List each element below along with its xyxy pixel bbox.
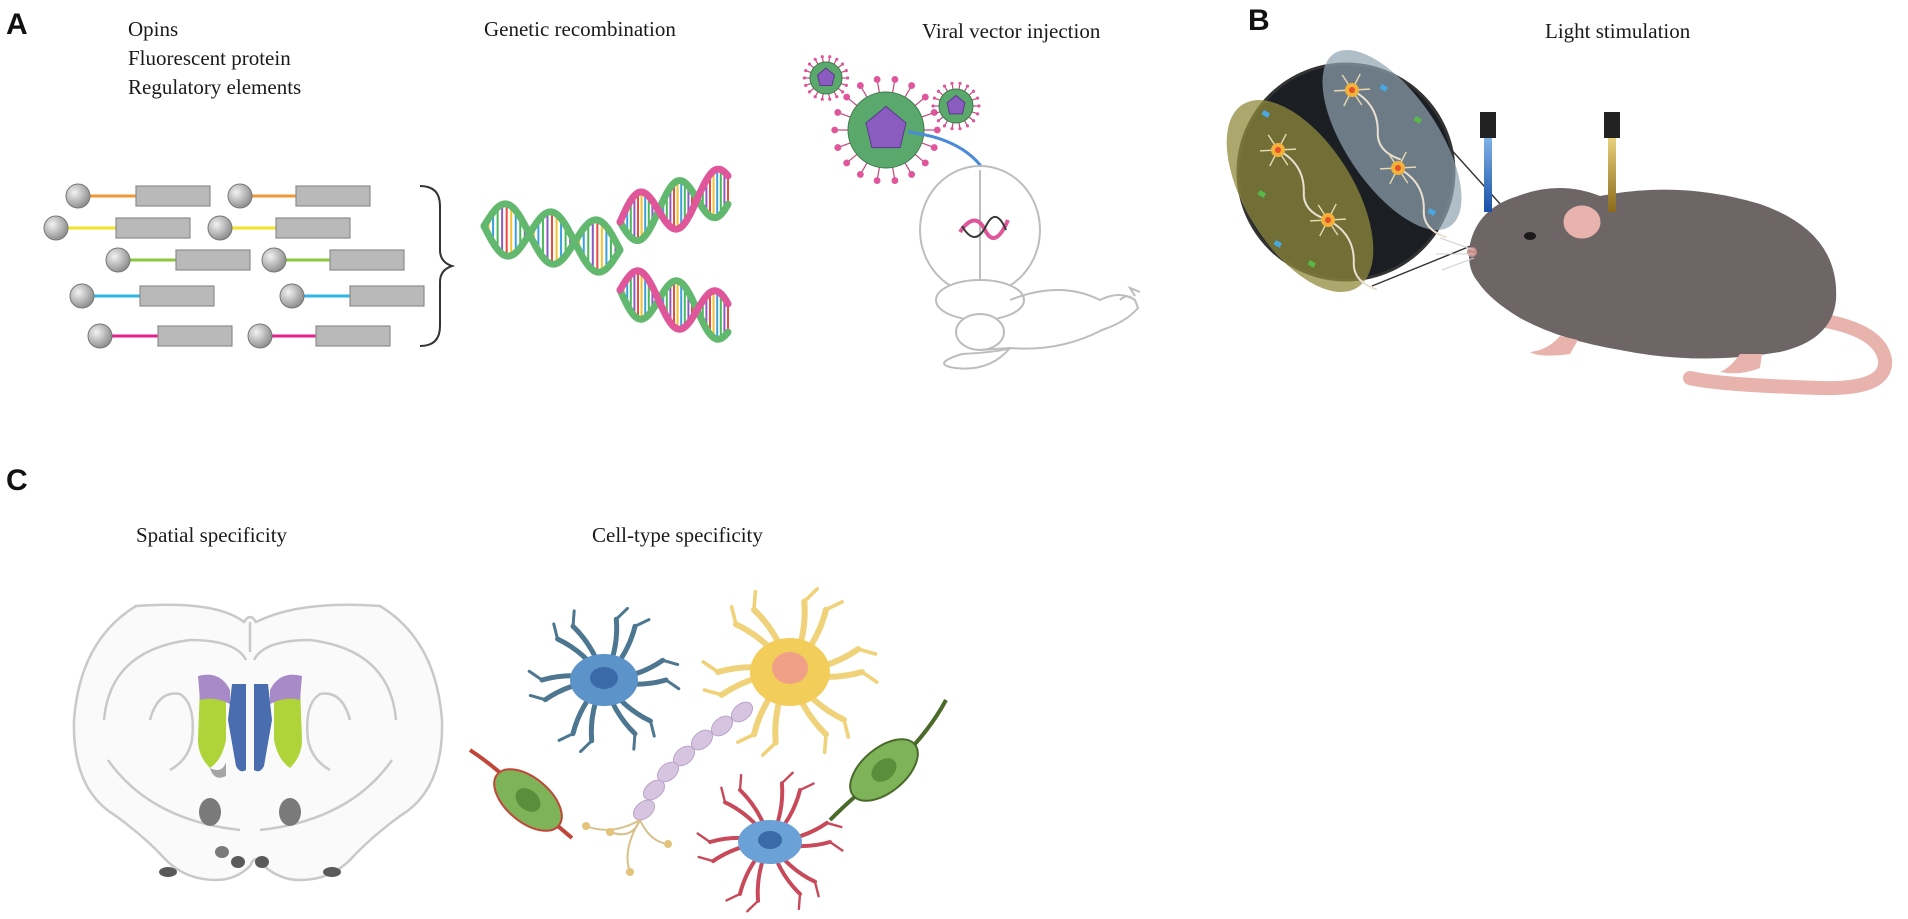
cell-speck [1413,116,1423,124]
gene-construct [247,323,391,349]
gene-construct [105,247,251,273]
gene-construct [43,215,191,241]
cell-speck [1273,240,1283,248]
component-label-fluorescent-protein: Fluorescent protein [128,46,291,70]
spatial-specificity-title: Spatial specificity [136,523,288,547]
gene-construct [261,247,405,273]
gene-construct [87,323,233,349]
genetic-recombination-title: Genetic recombination [484,17,676,41]
gene-construct [207,215,351,241]
gene-constructs [43,183,425,349]
viral-particles-icon [802,55,981,184]
cell-speck [1261,110,1271,118]
component-label-opsins: Opins [128,17,178,41]
dna-recombination-icon [480,165,732,343]
brain-region-highlight [159,674,341,877]
virus-particle-icon [802,55,850,101]
cell-speck [1307,260,1317,268]
cell-type-specificity-title: Cell-type specificity [592,523,763,547]
gene-construct [279,283,425,309]
gene-construct [69,283,215,309]
mouse-illustration [1436,188,1893,396]
panel-letter-c: C [6,464,28,497]
rodent-brain-outline-icon [919,165,1141,370]
neuron-cell-icon [582,587,879,876]
panel-letter-a: A [6,8,28,41]
injected-dna-icon [958,218,1010,240]
cell-speck [1427,208,1437,216]
neuron-icon [1309,203,1378,291]
component-list: Opins Fluorescent protein Regulatory ele… [128,17,301,99]
optical-fiber-blue-icon [1480,112,1496,212]
oligodendrocyte-cell-icon [828,699,948,822]
viral-vector-injection-title: Viral vector injection [922,19,1101,43]
neuron-icon [1379,151,1448,239]
microglia-cell-icon [696,771,844,913]
component-label-regulatory-elements: Regulatory elements [128,75,301,99]
neuron-icon [1259,133,1328,221]
cell-types-illustration [468,587,948,913]
curly-brace-icon [419,185,456,347]
virus-particle-icon [931,81,981,131]
oligodendrocyte-cell-icon [468,748,574,840]
panel-letter-b: B [1248,4,1270,37]
optical-fiber-yellow-icon [1604,112,1620,212]
virus-particle-icon [831,76,941,184]
gene-construct [65,183,211,209]
light-stimulation-title: Light stimulation [1545,19,1691,43]
astrocyte-cell-icon [527,606,681,754]
cell-speck [1257,190,1267,198]
gene-construct [227,183,371,209]
cell-speck [1379,84,1389,92]
neuron-zoom-circle [1226,50,1462,292]
